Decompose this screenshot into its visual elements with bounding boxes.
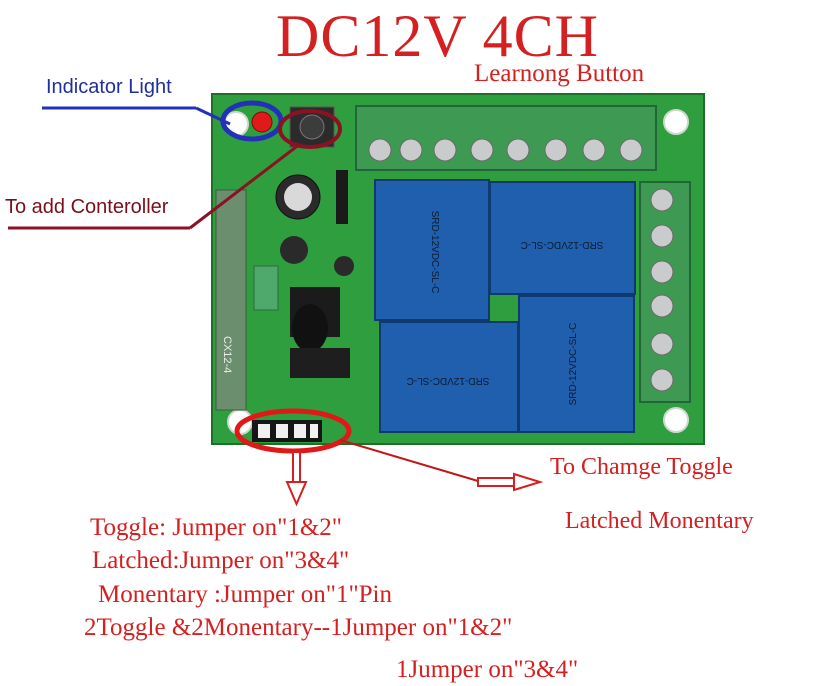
relay-1: SRD-12VDC-SL-C	[374, 179, 490, 321]
module-label: CX12-4	[221, 336, 233, 373]
capacitor-top	[284, 183, 312, 211]
capacitor-small	[280, 236, 308, 264]
indicator-pointer-line	[195, 106, 231, 126]
right-arrow-icon	[477, 472, 544, 492]
ic-chip-2	[290, 348, 350, 378]
note-latched: Latched:Jumper on"3&4"	[92, 547, 350, 574]
note-toggle: Toggle: Jumper on"1&2"	[90, 514, 342, 541]
note-mixed-mode-2: 1Jumper on"3&4"	[396, 656, 579, 683]
add-controller-label: To add Conteroller	[5, 196, 169, 218]
change-toggle-label: To Chamge Toggle	[550, 454, 733, 480]
top-terminal-block	[355, 105, 657, 171]
mount-hole	[663, 407, 689, 433]
top-terminal-screws	[368, 138, 643, 162]
relay-model-text: SRD-12VDC-SL-C	[429, 211, 440, 294]
note-mixed-mode: 2Toggle &2Monentary--1Jumper on"1&2"	[84, 614, 513, 641]
jumper-pin	[258, 424, 270, 438]
down-arrow-icon	[285, 451, 308, 507]
toggle-pointer-line	[339, 439, 479, 482]
relay-4: SRD-12VDC-SL-C	[518, 295, 635, 433]
relay-3: SRD-12VDC-SL-C	[379, 321, 519, 433]
crystal	[336, 170, 348, 224]
note-momentary: Monentary :Jumper on"1"Pin	[98, 581, 392, 608]
inductor	[334, 256, 354, 276]
relay-model-text: SRD-12VDC-SL-C	[568, 323, 579, 406]
relay-model-text: SRD-12VDC-SL-C	[407, 375, 490, 386]
button-pointer-line	[189, 142, 301, 230]
relay-2: SRD-12VDC-SL-C	[489, 181, 636, 295]
right-terminal-screws	[650, 188, 674, 392]
indicator-led	[251, 111, 273, 133]
jumper-pin	[310, 424, 318, 438]
relay-model-text: SRD-12VDC-SL-C	[521, 239, 604, 250]
jumper-pin	[276, 424, 288, 438]
learning-button-label: Learnong Button	[474, 60, 645, 87]
latched-momentary-label: Latched Monentary	[565, 508, 754, 534]
learning-button-knob	[299, 114, 325, 140]
coil	[253, 265, 279, 311]
button-highlight-ellipse	[278, 109, 342, 149]
transistor	[292, 304, 328, 352]
indicator-light-label: Indicator Light	[46, 76, 172, 98]
rf-module	[215, 189, 247, 411]
jumper-pin	[294, 424, 306, 438]
right-terminal-block	[639, 181, 691, 403]
mount-hole	[663, 109, 689, 135]
page-title: DC12V 4CH	[276, 3, 599, 69]
